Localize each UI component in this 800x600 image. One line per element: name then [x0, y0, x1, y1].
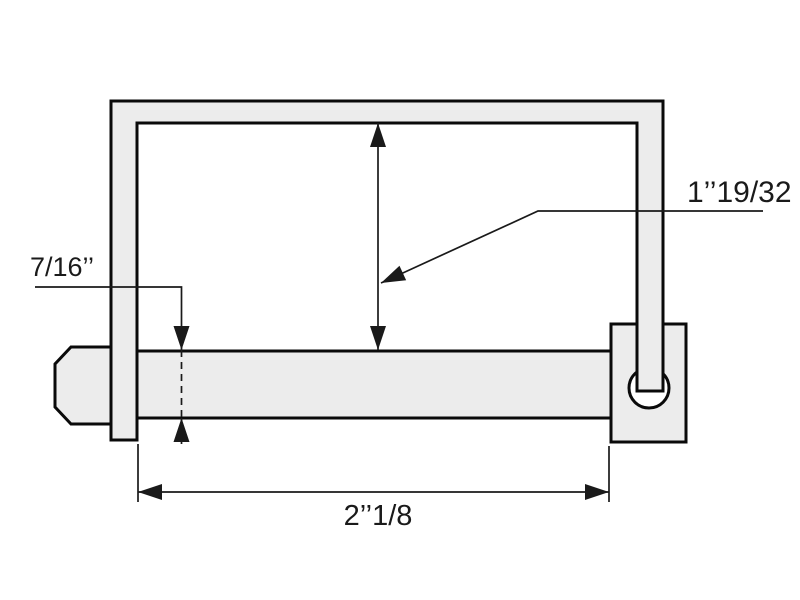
- diameter-dimension-label: 7/16’’: [30, 252, 94, 282]
- pin-shaft: [110, 349, 613, 420]
- inner-height-leader-line: [380, 210, 763, 284]
- inner-height-dimension-label: 1’’19/32: [687, 176, 792, 209]
- length-dimension-label: 2’’1/8: [344, 500, 413, 532]
- bail-handle: [109, 99, 665, 442]
- pin-tip: [53, 345, 117, 426]
- diameter-leader-line: [35, 286, 190, 350]
